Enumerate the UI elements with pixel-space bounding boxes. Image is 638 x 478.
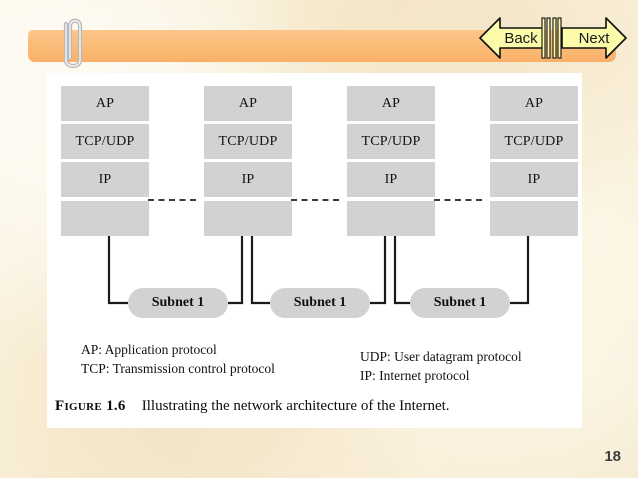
protocol-box-tcpudp: TCP/UDP	[347, 124, 435, 159]
subnet-node-a: Subnet 1	[128, 288, 228, 318]
protocol-box-tcpudp: TCP/UDP	[490, 124, 578, 159]
page-number: 18	[604, 448, 621, 465]
figure-caption-label: Figure 1.6	[55, 398, 126, 414]
dashed-separator-2	[291, 199, 339, 201]
next-button[interactable]: Next	[560, 16, 628, 60]
legend-item-udp: UDP: User datagram protocol	[360, 349, 522, 364]
legend-item-ap: AP: Application protocol	[81, 342, 217, 357]
subnet-node-b: Subnet 1	[270, 288, 370, 318]
protocol-box-tcpudp: TCP/UDP	[204, 124, 292, 159]
nav-divider-left	[541, 16, 552, 60]
protocol-box-ap: AP	[490, 86, 578, 121]
figure-caption-text: Illustrating the network architecture of…	[141, 398, 450, 414]
next-arrow-icon	[561, 17, 627, 59]
protocol-box-tcpudp: TCP/UDP	[61, 124, 149, 159]
nav-divider-right	[552, 16, 563, 60]
back-arrow-icon	[479, 17, 545, 59]
paperclip-icon	[63, 18, 83, 69]
figure-panel: AP TCP/UDP IP AP TCP/UDP IP AP TCP/UDP I…	[47, 73, 582, 428]
protocol-box-link	[347, 201, 435, 236]
dashed-separator-3	[434, 199, 482, 201]
protocol-box-ip: IP	[347, 162, 435, 197]
protocol-box-ap: AP	[204, 86, 292, 121]
protocol-box-ip: IP	[204, 162, 292, 197]
legend-item-tcp: TCP: Transmission control protocol	[81, 360, 275, 376]
protocol-box-ip: IP	[61, 162, 149, 197]
protocol-box-ap: AP	[61, 86, 149, 121]
protocol-box-ip: IP	[490, 162, 578, 197]
legend-left: AP: Application protocol TCP: Transmissi…	[81, 341, 275, 378]
legend-item-ip: IP: Internet protocol	[360, 367, 470, 383]
protocol-box-link	[61, 201, 149, 236]
back-button[interactable]: Back	[478, 16, 546, 60]
protocol-box-link	[490, 201, 578, 236]
protocol-box-link	[204, 201, 292, 236]
protocol-box-ap: AP	[347, 86, 435, 121]
figure-caption: Figure 1.6 Illustrating the network archi…	[55, 398, 580, 415]
subnet-node-c: Subnet 1	[410, 288, 510, 318]
dashed-separator-1	[148, 199, 196, 201]
legend-right: UDP: User datagram protocol IP: Internet…	[360, 348, 522, 385]
